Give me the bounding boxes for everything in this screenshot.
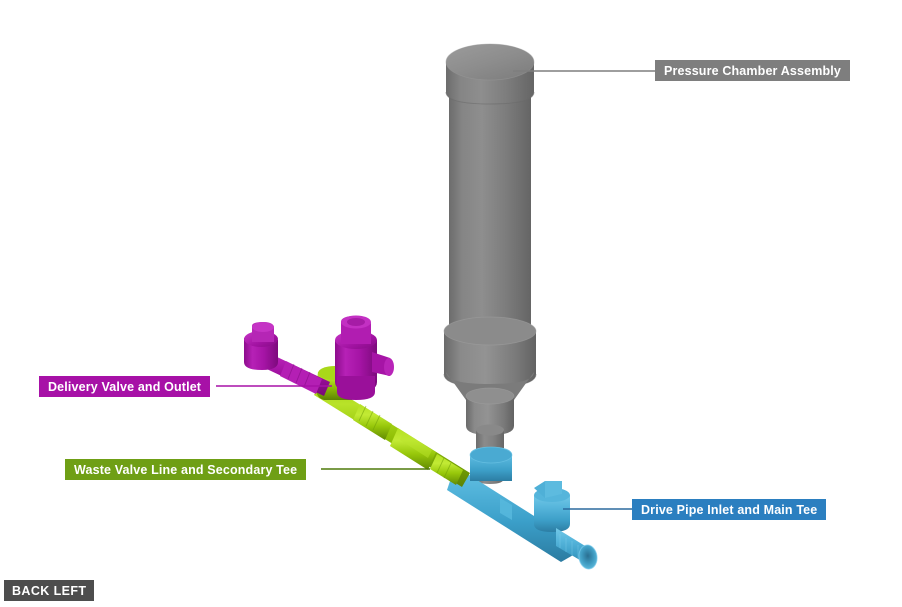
callout-waste-valve-label: Waste Valve Line and Secondary Tee [74,462,298,477]
callout-pressure-chamber-label: Pressure Chamber Assembly [664,63,841,78]
callout-drive-pipe[interactable]: Drive Pipe Inlet and Main Tee [632,499,827,520]
view-orientation-badge: BACK LEFT [4,580,95,601]
delivery-valve-component [244,315,394,400]
drive-pipe-component [447,446,598,570]
callout-delivery-valve[interactable]: Delivery Valve and Outlet [39,376,211,397]
view-orientation-label: BACK LEFT [12,583,87,598]
leader-lines [216,70,655,510]
callout-drive-pipe-label: Drive Pipe Inlet and Main Tee [641,502,818,517]
callout-delivery-valve-label: Delivery Valve and Outlet [48,379,202,394]
callout-pressure-chamber[interactable]: Pressure Chamber Assembly [655,60,850,81]
callout-waste-valve[interactable]: Waste Valve Line and Secondary Tee [65,459,307,480]
pressure-chamber-component [443,43,537,484]
